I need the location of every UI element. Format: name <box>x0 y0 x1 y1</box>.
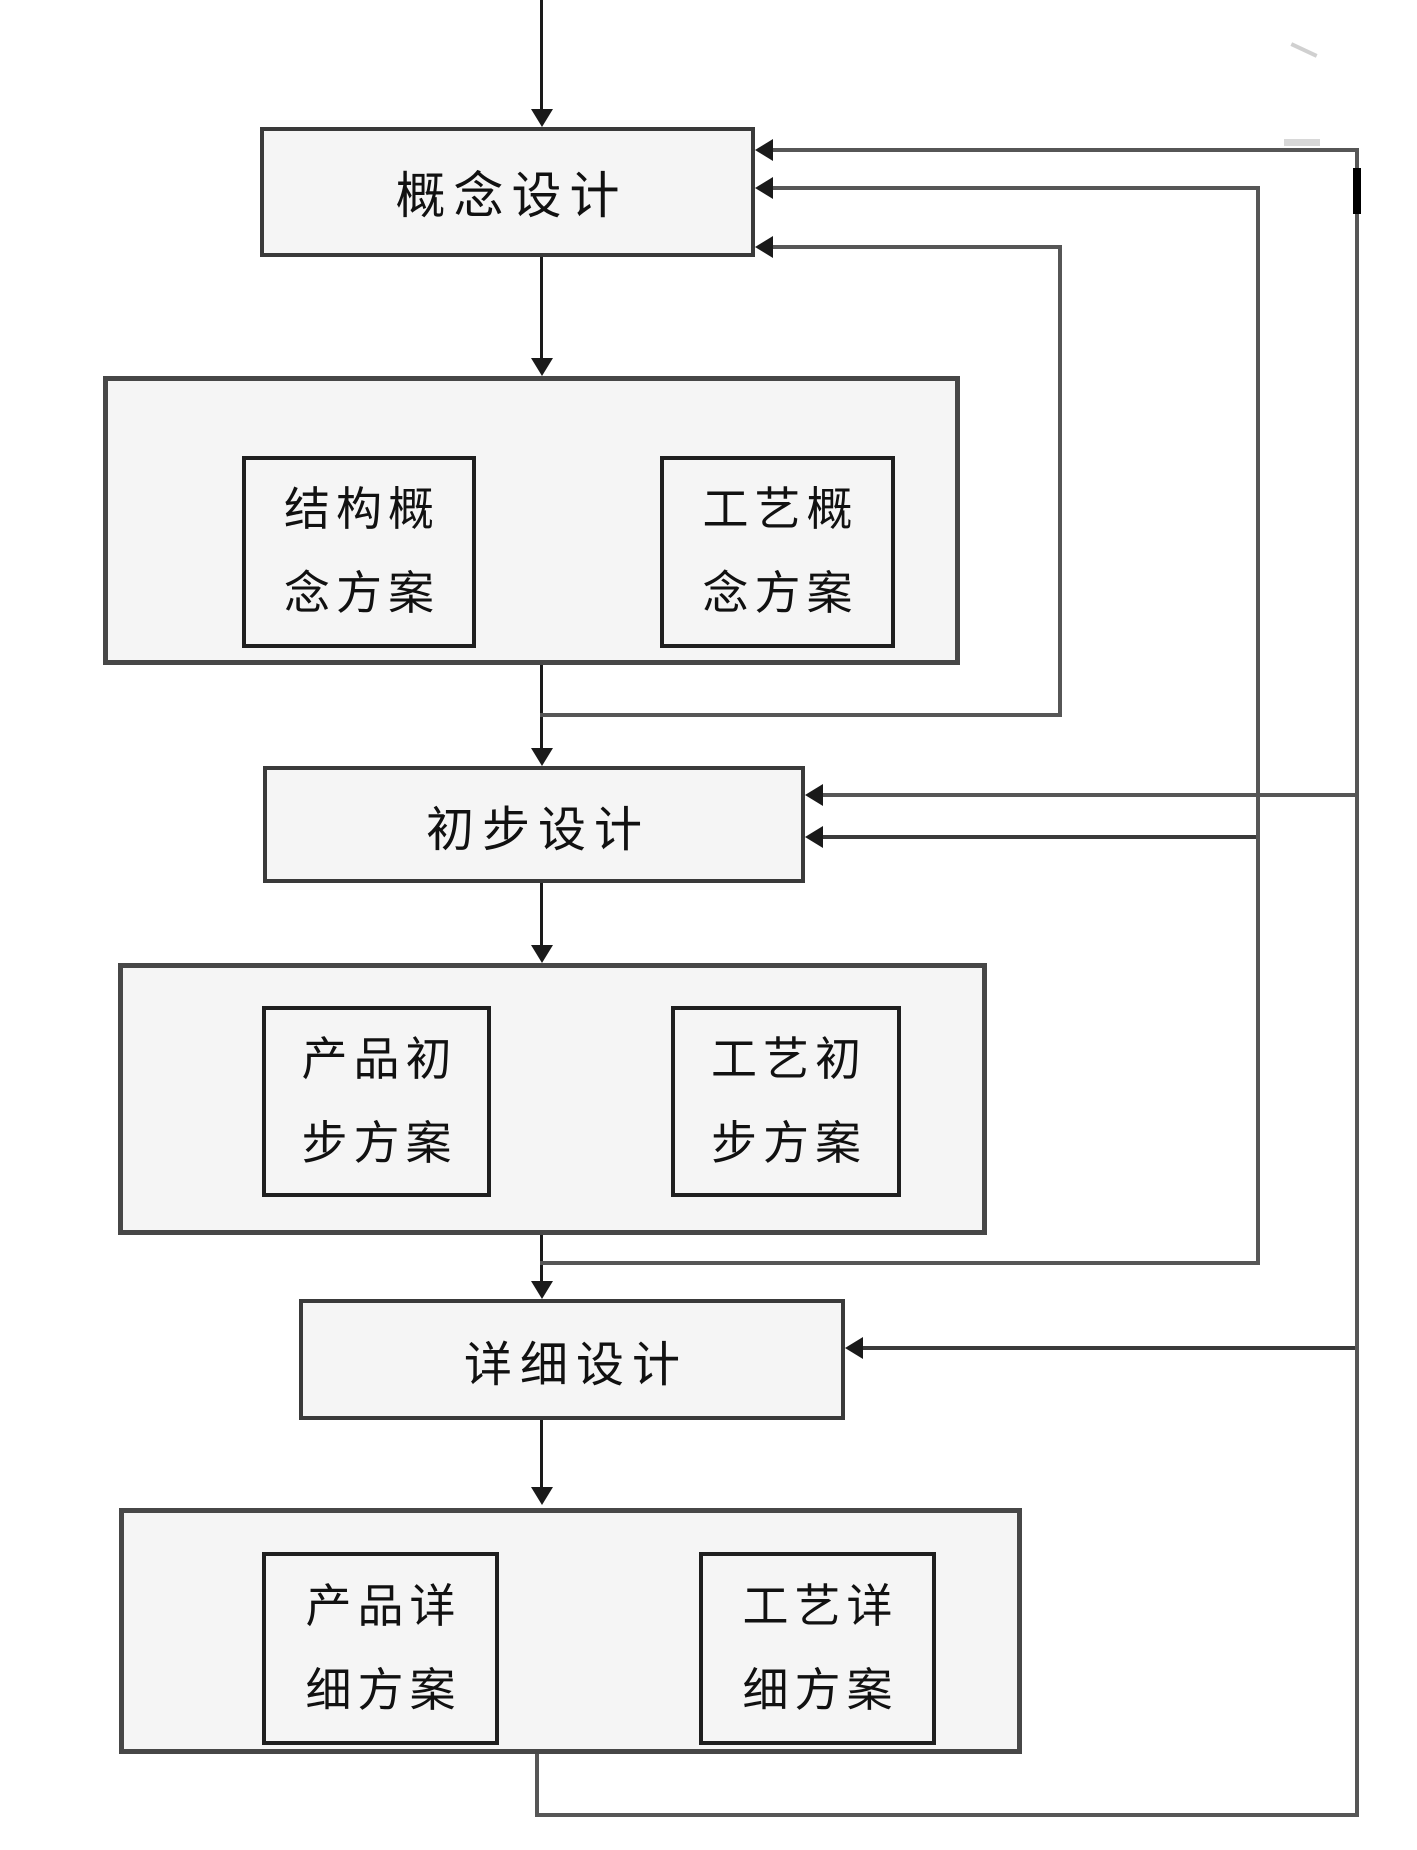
arrowhead-left-icon <box>755 177 773 199</box>
sub-box-product-detailed-scheme: 产品详 细方案 <box>262 1552 499 1745</box>
sub-box-label-line: 产品初 <box>301 1033 458 1085</box>
feedback-line-schemes3-to-detailed <box>863 1346 1359 1350</box>
arrowhead-left-icon <box>755 236 773 258</box>
sub-box-label-line: 念方案 <box>702 568 859 619</box>
arrowhead-left-icon <box>755 139 773 161</box>
arrowhead-down-icon <box>531 1487 553 1505</box>
sub-box-label-line: 工艺概 <box>702 484 859 535</box>
sub-box-process-preliminary-scheme: 工艺初 步方案 <box>671 1006 901 1197</box>
sub-box-label-line: 步方案 <box>301 1117 458 1169</box>
stage-box-concept-design: 概念设计 <box>260 127 755 257</box>
arrowhead-left-icon <box>805 826 823 848</box>
arrowhead-left-icon <box>805 784 823 806</box>
sub-box-label-line: 步方案 <box>711 1117 867 1169</box>
flow-line-concept-to-schemes <box>540 257 543 358</box>
feedback-rail-schemes3 <box>1355 148 1359 1817</box>
flow-line-preliminary-to-schemes <box>540 883 543 945</box>
sub-box-structure-concept-scheme: 结构概 念方案 <box>242 456 476 648</box>
sub-box-label-line: 工艺初 <box>711 1033 867 1085</box>
arrowhead-down-icon <box>531 358 553 376</box>
arrowhead-down-icon <box>531 109 553 127</box>
rail-ink-mark <box>1353 168 1361 214</box>
flow-line-schemes-to-detailed <box>540 1235 543 1281</box>
flow-line-entry <box>540 0 543 109</box>
feedback-line-detailed-to-preliminary <box>823 793 1359 797</box>
sub-box-process-concept-scheme: 工艺概 念方案 <box>660 456 895 648</box>
stage-box-preliminary-design: 初步设计 <box>263 766 805 883</box>
stage-box-detailed-design: 详细设计 <box>299 1299 845 1420</box>
arrowhead-left-icon <box>845 1337 863 1359</box>
scan-artifact <box>1290 42 1318 58</box>
feedback-rail-schemes2 <box>1256 186 1260 1265</box>
scan-artifact <box>1284 139 1320 146</box>
arrowhead-down-icon <box>531 1281 553 1299</box>
feedback-line-schemes2-to-preliminary <box>823 835 1260 839</box>
flow-line-schemes-to-preliminary <box>540 665 543 748</box>
sub-box-label-line: 念方案 <box>284 568 440 619</box>
feedback-branch-after-schemes2 <box>540 1261 1260 1265</box>
flow-line-detailed-to-schemes <box>540 1420 543 1487</box>
feedback-branch-after-schemes1 <box>540 713 1062 717</box>
feedback-branch-after-schemes3 <box>535 1813 1359 1817</box>
sub-box-label-line: 产品详 <box>305 1580 462 1632</box>
feedback-line-preliminary-to-concept <box>773 186 1260 190</box>
sub-box-process-detailed-scheme: 工艺详 细方案 <box>699 1552 936 1745</box>
sub-box-label-line: 结构概 <box>284 484 440 535</box>
feedback-rail-schemes1 <box>1058 245 1062 717</box>
feedback-line-schemes1-to-concept <box>773 245 1062 249</box>
feedback-drop-after-schemes3 <box>535 1754 539 1815</box>
sub-box-label-line: 细方案 <box>305 1664 462 1716</box>
feedback-line-detailed-to-concept <box>773 148 1359 152</box>
arrowhead-down-icon <box>531 945 553 963</box>
arrowhead-down-icon <box>531 748 553 766</box>
sub-box-label-line: 细方案 <box>742 1664 899 1716</box>
sub-box-product-preliminary-scheme: 产品初 步方案 <box>262 1006 491 1197</box>
sub-box-label-line: 工艺详 <box>742 1580 899 1632</box>
